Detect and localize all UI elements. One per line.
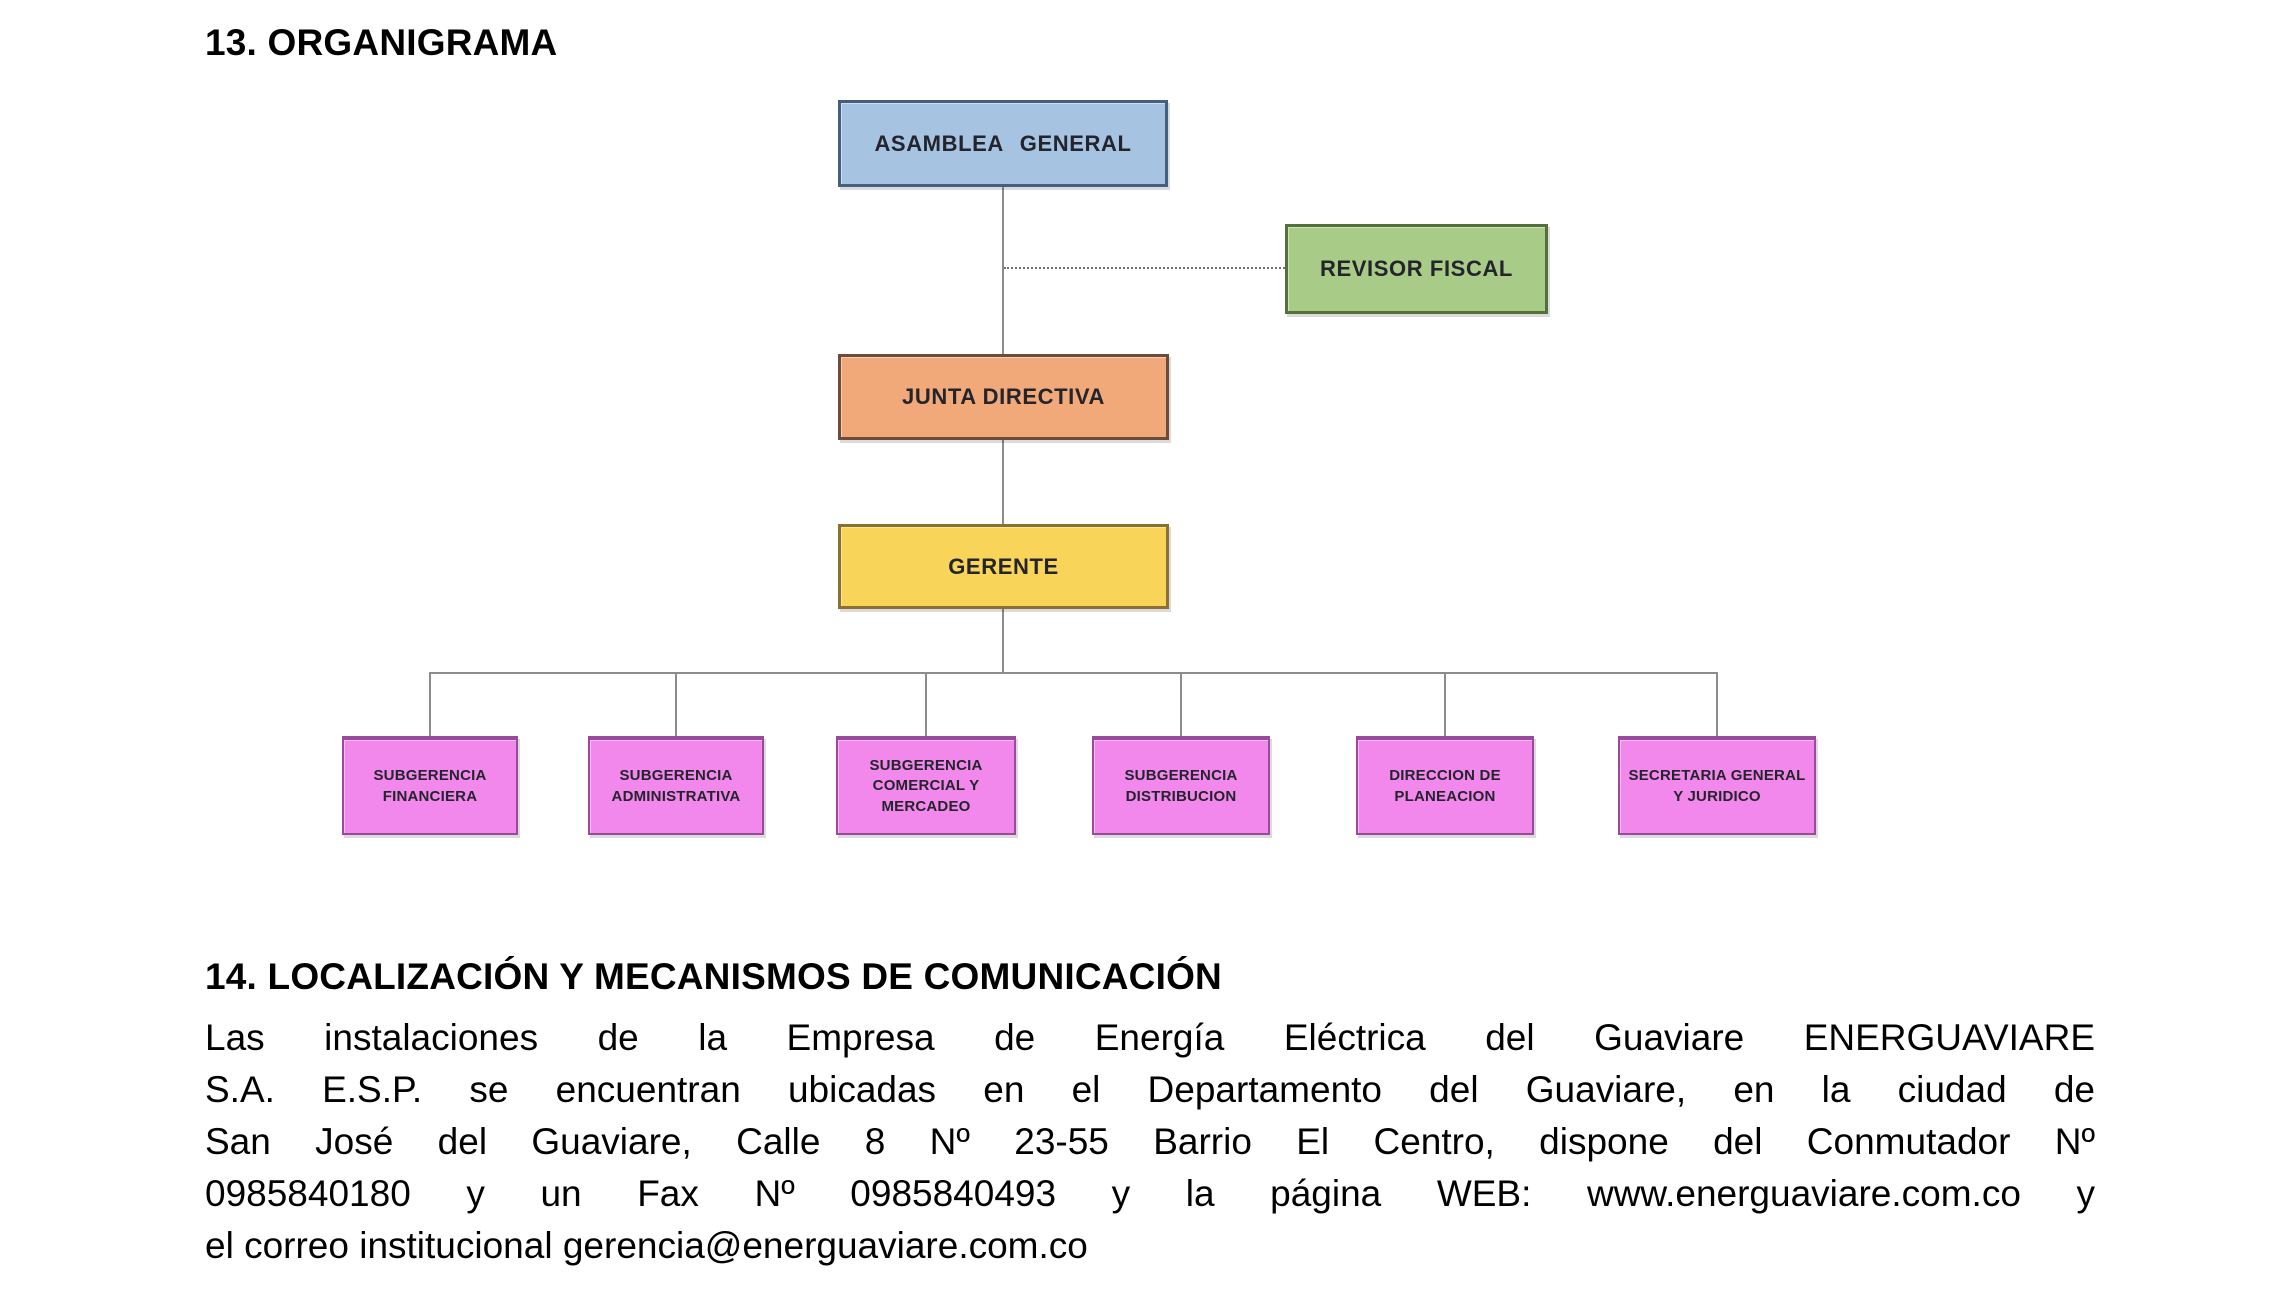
paragraph-line: el correo institucional gerencia@energua… <box>205 1225 1088 1266</box>
org-node-label: SUBGERENCIA DISTRIBUCION <box>1124 767 1238 805</box>
paragraph-line: Las instalaciones de la Empresa de Energ… <box>205 1017 2095 1058</box>
org-node-revisor-fiscal: REVISOR FISCAL <box>1285 224 1548 314</box>
section-14-paragraph: Las instalaciones de la Empresa de Energ… <box>205 1012 2095 1272</box>
org-node-label: DIRECCION DE PLANEACION <box>1389 767 1501 805</box>
org-node-direccion-planeacion: DIRECCION DE PLANEACION <box>1356 736 1534 835</box>
connector-stub-financiera <box>429 672 431 736</box>
connector-stub-planeacion <box>1444 672 1446 736</box>
section-14-heading: 14. LOCALIZACIÓN Y MECANISMOS DE COMUNIC… <box>205 956 1222 997</box>
org-node-label: REVISOR FISCAL <box>1320 256 1513 281</box>
connector-gerente-rail <box>1002 609 1004 672</box>
org-node-subgerencia-comercial-mercadeo: SUBGERENCIA COMERCIAL Y MERCADEO <box>836 736 1016 835</box>
connector-dotted-revisor-fiscal <box>1004 267 1285 269</box>
connector-stub-secretaria <box>1716 672 1718 736</box>
org-node-label: SUBGERENCIA COMERCIAL Y MERCADEO <box>869 757 983 815</box>
connector-junta-gerente <box>1002 440 1004 524</box>
org-node-label: SUBGERENCIA FINANCIERA <box>373 767 487 805</box>
org-node-label: JUNTA DIRECTIVA <box>902 384 1105 409</box>
paragraph-line: 0985840180 y un Fax Nº 0985840493 y la p… <box>205 1173 2095 1214</box>
paragraph-line: S.A. E.S.P. se encuentran ubicadas en el… <box>205 1069 2095 1110</box>
org-node-subgerencia-financiera: SUBGERENCIA FINANCIERA <box>342 736 518 835</box>
org-node-junta-directiva: JUNTA DIRECTIVA <box>838 354 1169 440</box>
org-node-asamblea-general: ASAMBLEA GENERAL <box>838 100 1168 187</box>
connector-stub-comercial <box>925 672 927 736</box>
org-node-subgerencia-administrativa: SUBGERENCIA ADMINISTRATIVA <box>588 736 764 835</box>
connector-stub-administrativa <box>675 672 677 736</box>
org-node-label: ASAMBLEA GENERAL <box>874 130 1132 156</box>
org-node-label: SECRETARIA GENERAL Y JURIDICO <box>1628 767 1806 805</box>
connector-asamblea-junta <box>1002 187 1004 354</box>
paragraph-line: San José del Guaviare, Calle 8 Nº 23-55 … <box>205 1121 2095 1162</box>
org-node-secretaria-general-juridico: SECRETARIA GENERAL Y JURIDICO <box>1618 736 1816 835</box>
org-node-subgerencia-distribucion: SUBGERENCIA DISTRIBUCION <box>1092 736 1270 835</box>
section-13-heading: 13. ORGANIGRAMA <box>205 22 558 63</box>
org-node-label: GERENTE <box>948 553 1059 579</box>
connector-horizontal-rail <box>429 672 1718 674</box>
org-node-gerente: GERENTE <box>838 524 1169 609</box>
connector-stub-distribucion <box>1180 672 1182 736</box>
org-node-label: SUBGERENCIA ADMINISTRATIVA <box>611 767 741 805</box>
